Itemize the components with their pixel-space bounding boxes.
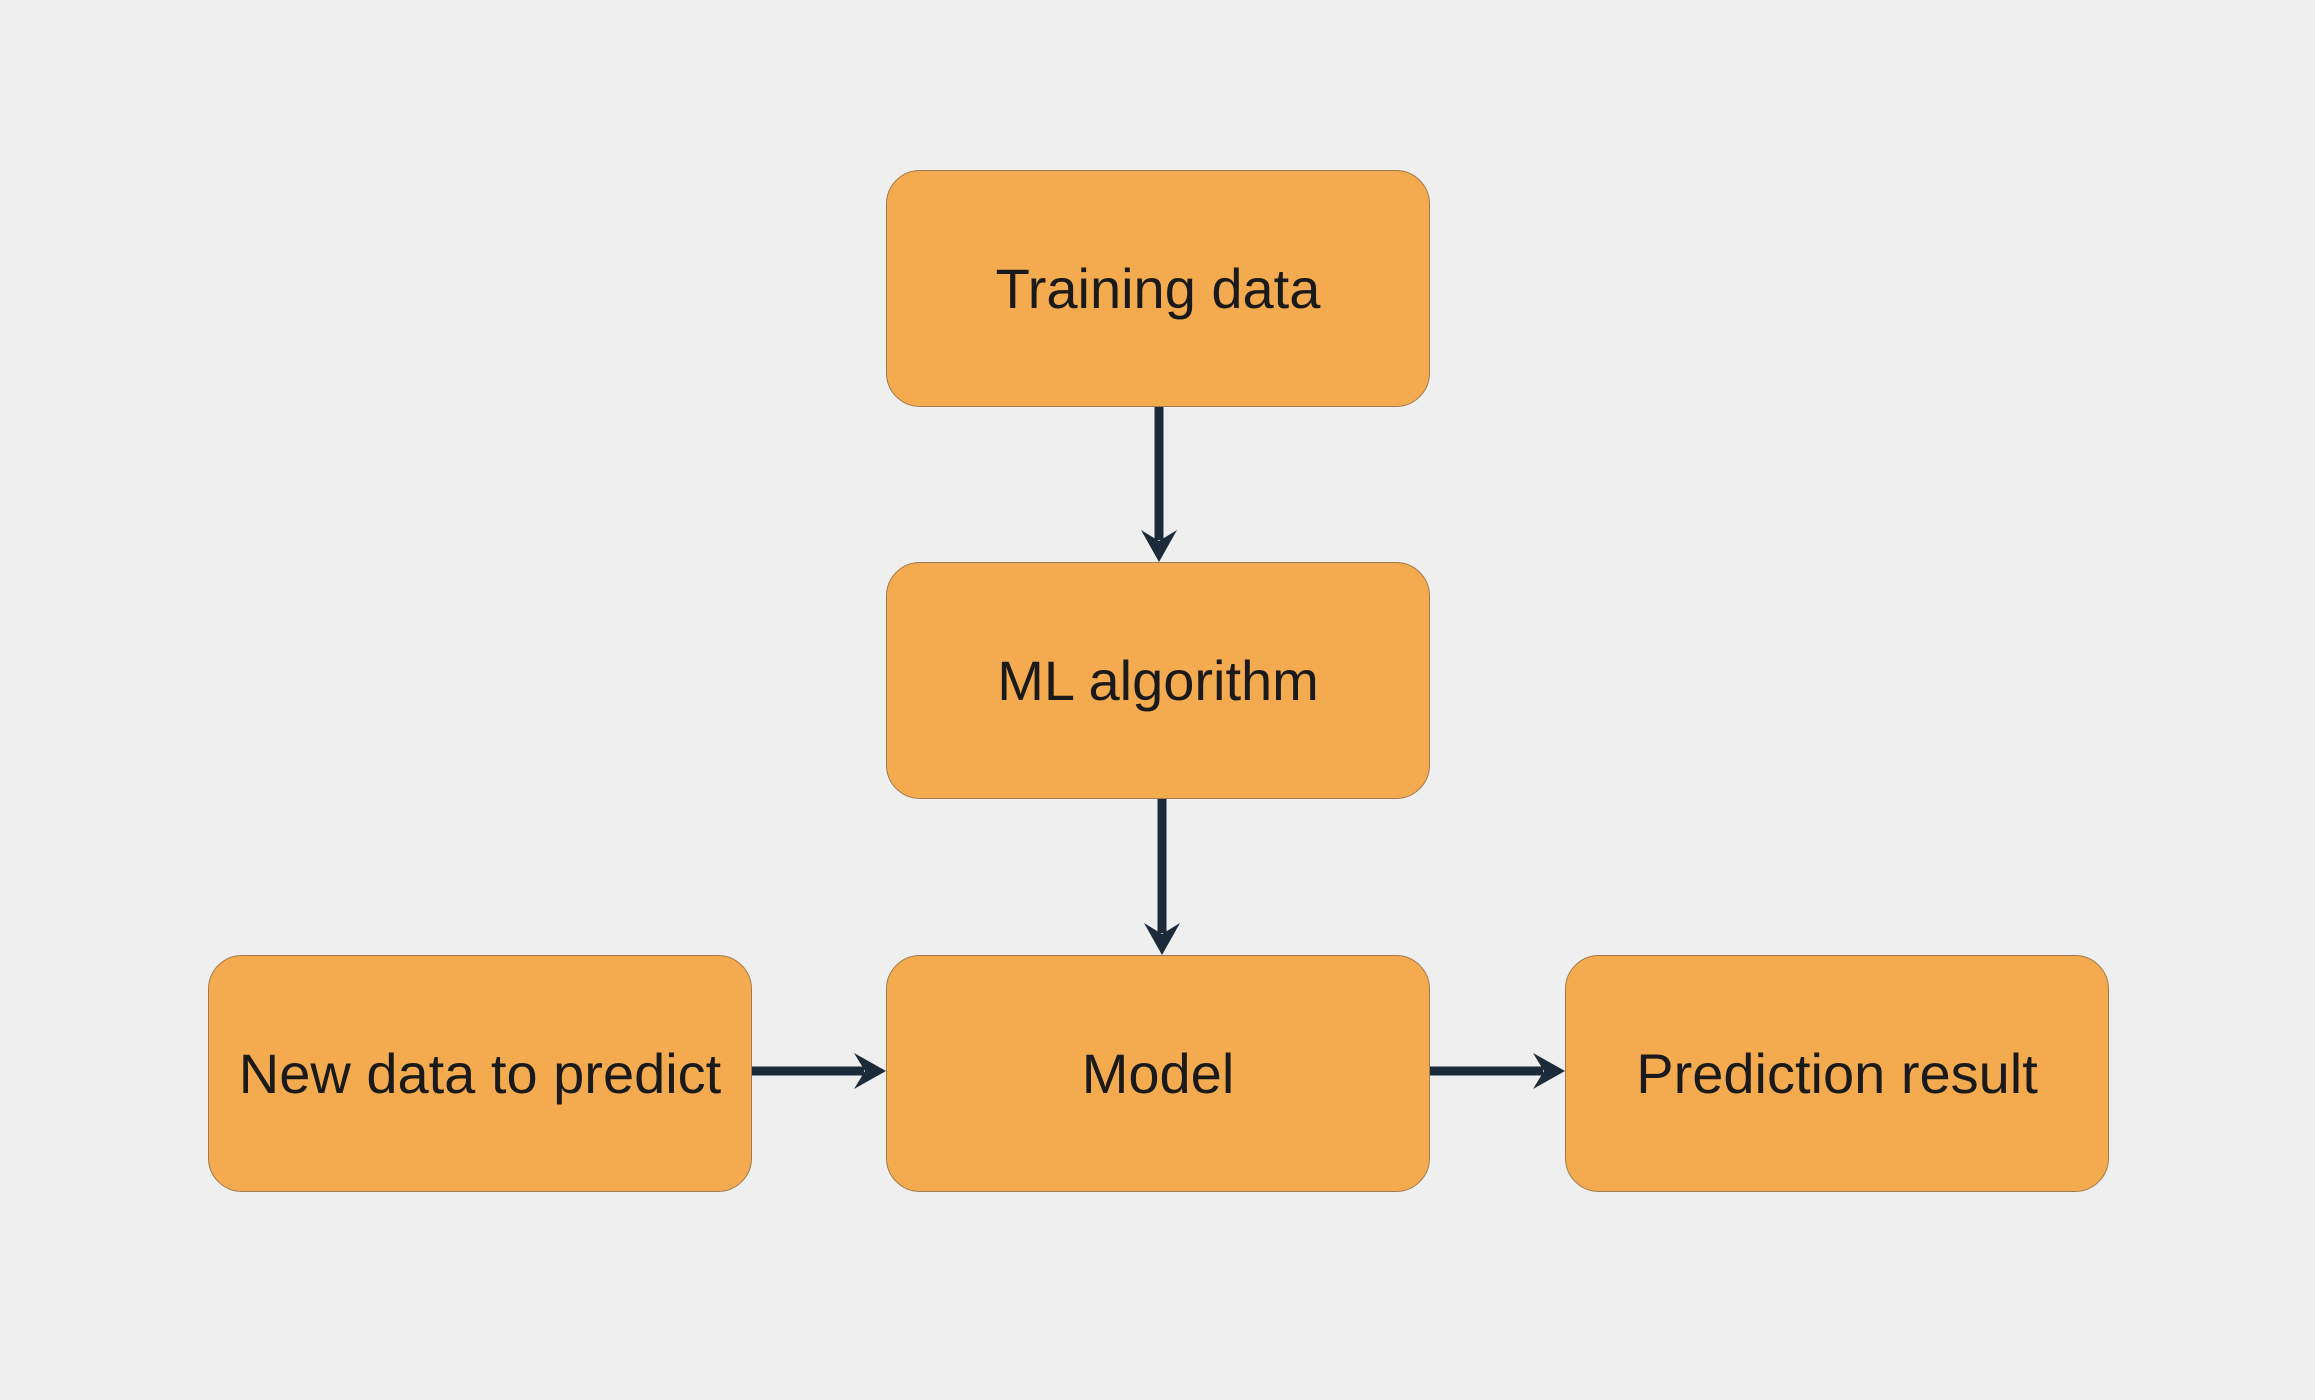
node-prediction-result: Prediction result (1565, 955, 2109, 1192)
node-training-data: Training data (886, 170, 1430, 407)
node-prediction-result-label: Prediction result (1636, 1042, 2038, 1105)
edge-newdata-to-model (752, 1053, 886, 1089)
node-new-data-label: New data to predict (238, 1042, 722, 1105)
node-training-data-label: Training data (995, 257, 1321, 320)
edge-training-to-ml (1141, 407, 1177, 562)
node-model-label: Model (1081, 1042, 1235, 1105)
node-new-data: New data to predict (208, 955, 752, 1192)
node-ml-algorithm: ML algorithm (886, 562, 1430, 799)
edge-model-to-prediction (1430, 1053, 1565, 1089)
node-model: Model (886, 955, 1430, 1192)
edge-ml-to-model (1144, 799, 1180, 955)
node-ml-algorithm-label: ML algorithm (997, 649, 1319, 712)
